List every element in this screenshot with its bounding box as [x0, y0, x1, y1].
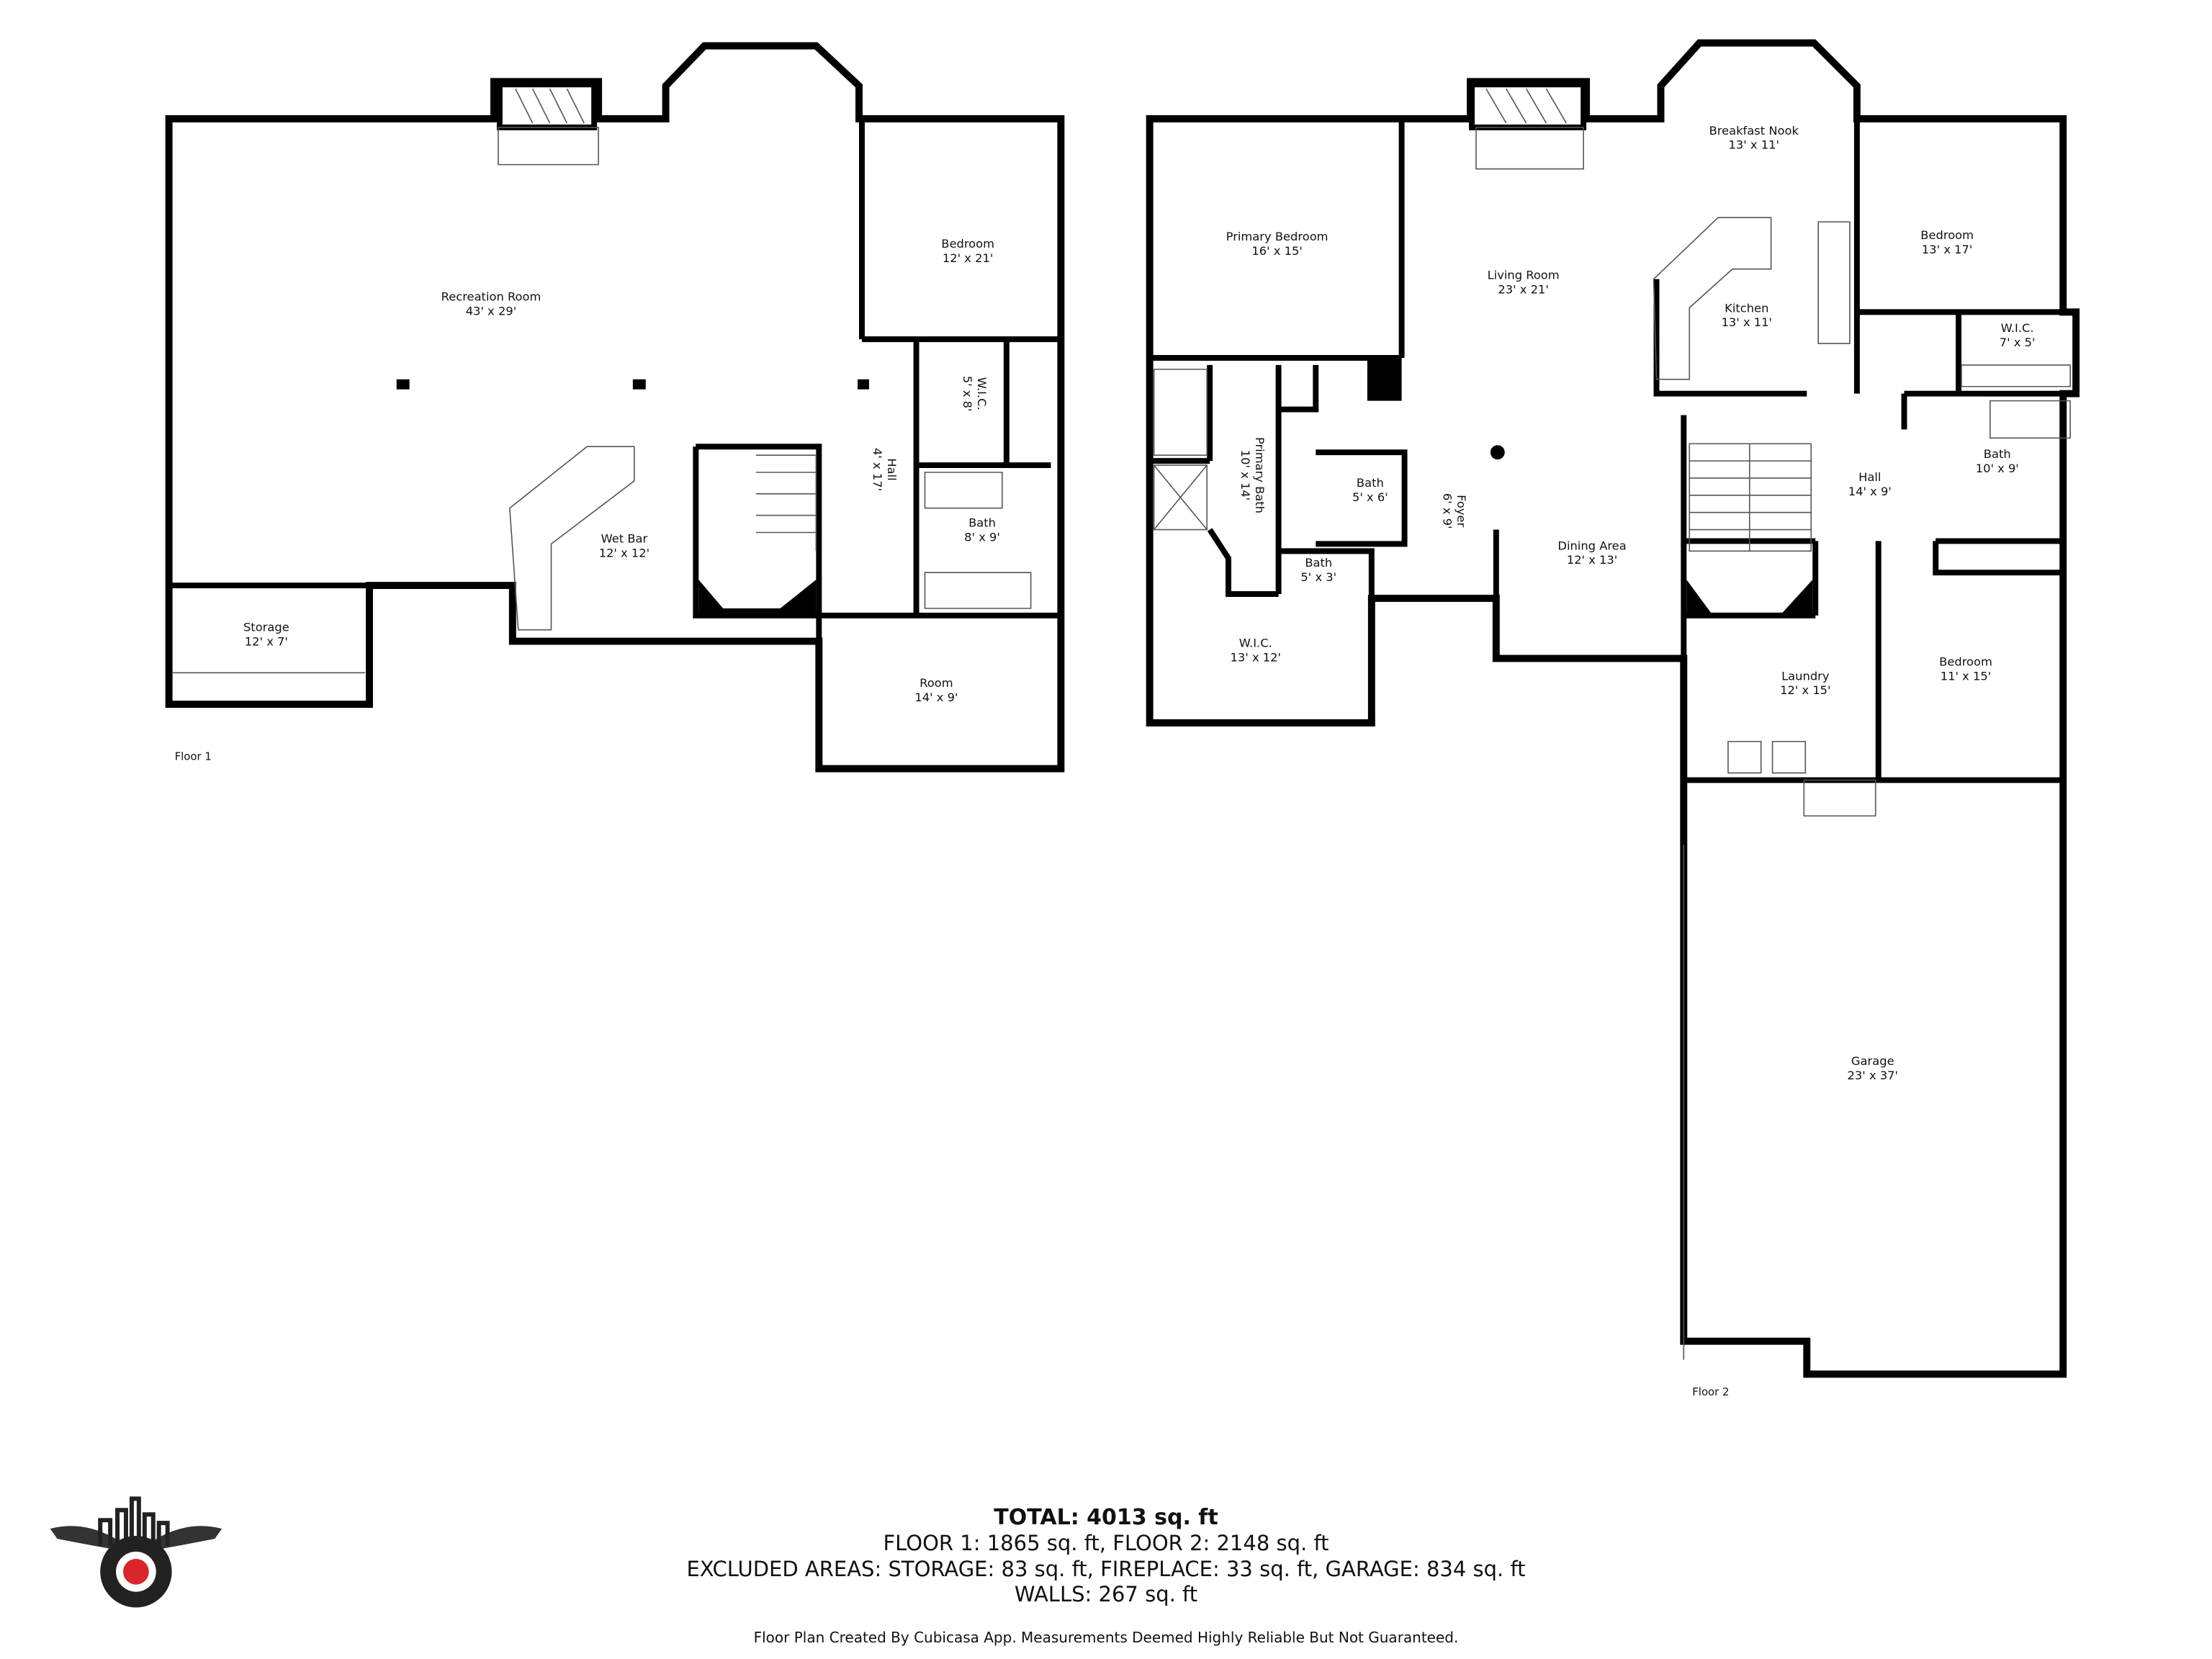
floor-1-walls: [165, 42, 1065, 773]
room-name: Primary Bath: [1253, 437, 1267, 513]
room-dimensions: 13' x 11': [1728, 138, 1779, 152]
room-name: Hall: [1858, 470, 1881, 484]
room-label: W.I.C.5' x 8': [961, 376, 989, 412]
floor-label: Floor 2: [1692, 1385, 1729, 1398]
room-name: Laundry: [1781, 669, 1830, 683]
room-dimensions: 5' x 3': [1300, 570, 1336, 584]
room-name: Storage: [243, 621, 289, 634]
logo-lens: [122, 1558, 149, 1585]
room-dimensions: 16' x 15': [1251, 244, 1302, 258]
room-dimensions: 12' x 21': [943, 251, 993, 265]
room-dimensions: 11' x 15': [1941, 669, 1991, 683]
room-dimensions: 23' x 37': [1848, 1069, 1898, 1082]
room-dimensions: 6' x 9': [1440, 493, 1454, 529]
room-label: W.I.C.13' x 12': [1231, 637, 1281, 665]
room-name: W.I.C.: [2001, 321, 2034, 335]
room-dimensions: 23' x 21': [1498, 283, 1548, 297]
room-dimensions: 43' x 29': [466, 304, 516, 318]
room-name: Hall: [885, 458, 899, 480]
room-dimensions: 12' x 15': [1780, 683, 1830, 697]
total-area: TOTAL: 4013 sq. ft: [994, 1505, 1218, 1530]
room-name: Bedroom: [1939, 655, 1992, 668]
room-name: Bath: [968, 516, 996, 530]
room-dimensions: 13' x 17': [1922, 243, 1972, 256]
room-dimensions: 8' x 9': [964, 530, 1000, 544]
room-dimensions: 14' x 9': [1848, 485, 1892, 498]
room-name: Wet Bar: [601, 531, 648, 545]
room-dimensions: 7' x 5': [2000, 336, 2036, 349]
room-dimensions: 10' x 14': [1238, 450, 1252, 500]
room-dimensions: 4' x 17': [871, 448, 884, 491]
room-dimensions: 12' x 13': [1567, 553, 1617, 567]
room-name: Dining Area: [1557, 539, 1626, 552]
room-label: Foyer6' x 9': [1440, 493, 1468, 529]
room-name: W.I.C.: [1239, 637, 1272, 650]
floor-2-walls: [1146, 39, 2080, 1378]
room-dimensions: 5' x 8': [961, 376, 974, 412]
room-label: W.I.C.7' x 5': [2000, 321, 2036, 349]
room-name: Kitchen: [1725, 301, 1768, 315]
room-name: Room: [920, 676, 953, 690]
room-name: Primary Bedroom: [1226, 230, 1328, 243]
room-name: Bath: [1357, 476, 1384, 490]
room-name: Bedroom: [941, 237, 994, 251]
room-name: Foyer: [1455, 495, 1468, 527]
room-label: Primary Bath10' x 14': [1238, 437, 1267, 513]
floor-areas: FLOOR 1: 1865 sq. ft, FLOOR 2: 2148 sq. …: [883, 1531, 1329, 1555]
room-name: Garage: [1851, 1054, 1894, 1068]
room-name: W.I.C.: [975, 377, 989, 410]
room-dimensions: 14' x 9': [914, 691, 958, 704]
room-name: Breakfast Nook: [1709, 124, 1799, 138]
floor-label: Floor 1: [175, 750, 212, 763]
room-name: Bath: [1984, 447, 2011, 461]
logo: [50, 1496, 222, 1608]
room-dimensions: 5' x 6': [1352, 490, 1388, 504]
excluded-areas: EXCLUDED AREAS: STORAGE: 83 sq. ft, FIRE…: [686, 1557, 1526, 1581]
room-name: Recreation Room: [441, 289, 541, 303]
room-dimensions: 12' x 7': [245, 635, 288, 649]
room-dimensions: 12' x 12': [599, 546, 649, 559]
room-name: Living Room: [1488, 269, 1560, 282]
walls-area: WALLS: 267 sq. ft: [1014, 1582, 1198, 1606]
room-name: Bath: [1305, 556, 1332, 570]
disclaimer: Floor Plan Created By Cubicasa App. Meas…: [753, 1629, 1459, 1646]
room-dimensions: 10' x 9': [1976, 462, 2019, 475]
room-dimensions: 13' x 11': [1722, 315, 1772, 329]
room-dimensions: 13' x 12': [1231, 650, 1281, 664]
room-name: Bedroom: [1920, 228, 1974, 242]
room-label: Hall4' x 17': [871, 448, 899, 491]
